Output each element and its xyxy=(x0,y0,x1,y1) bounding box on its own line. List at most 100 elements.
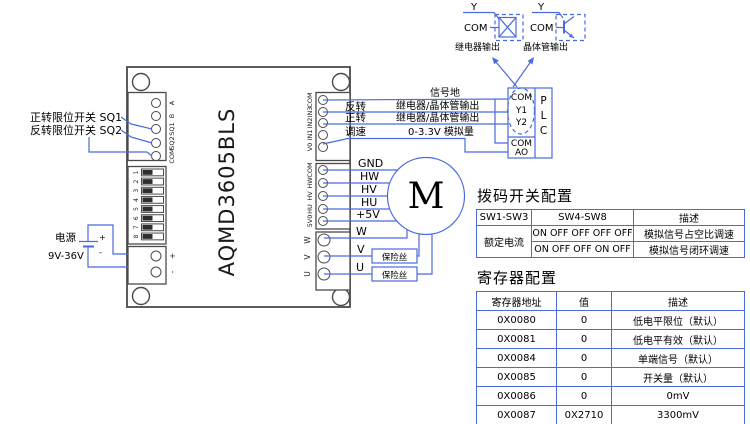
register-row: 0X0080 0 低电平限位（默认） xyxy=(476,310,745,330)
plc-output-group-ellipse xyxy=(506,87,536,135)
transistor-com-label: COM xyxy=(530,23,553,34)
wire-u2 xyxy=(417,233,433,275)
transistor-caption: 晶体管输出 xyxy=(523,41,568,53)
terminal-circle xyxy=(150,266,162,278)
plc-letter-c: C xyxy=(540,125,547,137)
transistor-y-wire xyxy=(532,11,564,19)
mounting-hole xyxy=(331,287,351,307)
terminal-circle xyxy=(318,142,328,152)
wire-limit-com xyxy=(88,137,153,157)
reg-address: 0X0086 xyxy=(476,386,557,406)
reg-desc: 0mV xyxy=(611,386,745,406)
reg-value: 0 xyxy=(556,386,612,406)
terminal-circle xyxy=(151,111,161,121)
limit-switch-wiring xyxy=(88,116,153,157)
dip-switch xyxy=(141,223,164,232)
relay-y-wire xyxy=(463,11,500,20)
reg-address: 0X0087 xyxy=(476,405,557,424)
terminal-label: COM xyxy=(168,148,176,163)
terminal-circle xyxy=(317,233,331,247)
controller-board: A B SQ1 SQ2 COM 1 2 3 4 5 xyxy=(126,66,351,308)
terminal-circle xyxy=(151,138,161,148)
label-voltage: 9V-36V xyxy=(48,251,84,262)
terminal-circle xyxy=(318,118,328,128)
terminal-label: COM xyxy=(306,92,314,107)
dip-switch-knob xyxy=(142,188,153,194)
relay-caption: 继电器输出 xyxy=(455,41,500,53)
motor-terminal-block: W V U xyxy=(303,231,351,291)
dip-switch-knob xyxy=(142,179,153,184)
register-row: 0X0081 0 低电平有效（默认） xyxy=(476,329,745,349)
terminal-circle xyxy=(151,124,161,134)
input-terminal-block: COM IN3 IN2 IN1 V0 xyxy=(306,91,351,162)
dip-row: ON OFF OFF ON OFF 模拟信号闭环调速 xyxy=(477,241,745,258)
transistor-emitter-arrow xyxy=(568,33,574,38)
dip-switch xyxy=(141,186,164,195)
label-hu: HU xyxy=(361,196,377,209)
dip-cell-rated-current: 额定电流 xyxy=(476,225,532,258)
dip-switch xyxy=(141,205,164,213)
switch-blade xyxy=(120,116,132,125)
terminal-label: V0 xyxy=(306,143,314,152)
dip-number: 8 xyxy=(133,234,140,238)
register-row: 0X0084 0 单端信号（默认） xyxy=(476,348,745,368)
dip-switch xyxy=(141,232,164,241)
dip-switch-knob xyxy=(142,170,153,175)
label-w: W xyxy=(356,225,367,238)
reg-value: 0 xyxy=(556,367,612,387)
wire-signal-ground xyxy=(322,98,509,101)
reg-value: 0 xyxy=(556,329,612,349)
register-table: 寄存器地址 值 描述 0X0080 0 低电平限位（默认） 0X0081 0 低… xyxy=(476,291,745,424)
terminal-label: SQ1 xyxy=(168,122,176,135)
reg-address: 0X0081 xyxy=(476,329,557,349)
plc-letter-p: P xyxy=(540,95,546,107)
plc-wiring xyxy=(322,98,509,153)
mounting-hole xyxy=(131,72,151,92)
plc-box: COM Y1 Y2 COM AO P L C xyxy=(506,87,553,159)
wire-v2 xyxy=(417,233,420,257)
label-fuse-2: 保险丝 xyxy=(382,270,408,281)
dip-switch-table: SW1-SW3 SW4-SW8 描述 额定电流 ON OFF OFF OFF O… xyxy=(476,209,745,258)
label-relay-transistor-output-1: 继电器/晶体管输出 xyxy=(396,99,479,112)
terminal-label: IN3 xyxy=(306,107,314,118)
label-fuse-1: 保险丝 xyxy=(382,252,408,263)
plc-terminal-y2: Y2 xyxy=(515,118,527,128)
reg-desc: 单端信号（默认） xyxy=(611,348,745,368)
terminal-circle xyxy=(150,250,162,262)
dip-header-sw4-sw8: SW4-SW8 xyxy=(531,209,634,226)
terminal-circle xyxy=(151,98,161,108)
dip-switch-knob xyxy=(142,206,153,212)
reg-header-value: 值 xyxy=(556,291,612,311)
transistor-dashed-box xyxy=(555,13,586,42)
terminal-label: U xyxy=(303,271,312,277)
terminal-label: IN2 xyxy=(306,118,314,129)
dip-row: 额定电流 ON OFF OFF OFF OFF 模拟信号占空比调速 xyxy=(476,225,745,258)
dip-switch xyxy=(141,214,164,223)
terminal-label: IN1 xyxy=(306,130,314,141)
reg-address: 0X0080 xyxy=(476,310,557,330)
power-plus-label: + xyxy=(168,253,177,259)
dip-switch-knob xyxy=(142,234,153,239)
label-reverse: 反转 xyxy=(345,100,366,113)
relay-output-symbol: Y COM 继电器输出 xyxy=(455,2,524,53)
motor-wiring xyxy=(323,156,466,282)
reg-desc: 开关量（默认） xyxy=(611,367,745,387)
dip-number: 4 xyxy=(133,198,140,202)
terminal-label: 5V0 xyxy=(306,215,314,228)
motor-label: M xyxy=(408,176,445,217)
dip-switches xyxy=(141,168,164,241)
dip-number: 5 xyxy=(133,207,140,211)
plc-outline xyxy=(507,87,553,159)
terminal-circle xyxy=(151,151,161,161)
battery-icon: + - xyxy=(79,233,106,257)
dip-switch-knob xyxy=(142,215,153,221)
dip-cell-desc: 模拟信号占空比调速 xyxy=(633,225,745,242)
relay-dashed-box xyxy=(494,13,524,42)
dip-header-sw1-sw3: SW1-SW3 xyxy=(476,209,532,226)
fuse-box xyxy=(371,266,418,282)
transistor-y-label: Y xyxy=(537,2,545,13)
power-minus-label: - xyxy=(168,270,177,273)
reg-desc: 低电平限位（默认） xyxy=(611,310,745,330)
plc-terminal-ao: AO xyxy=(515,148,528,158)
